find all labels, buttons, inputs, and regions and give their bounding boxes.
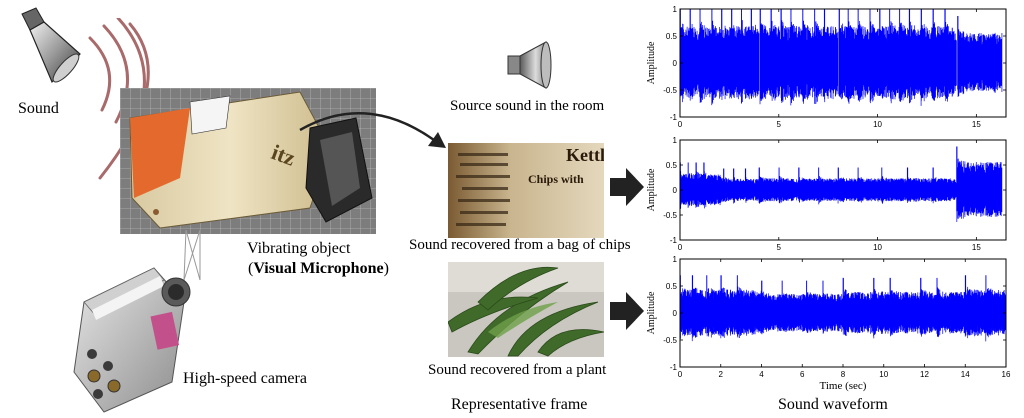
camera-view-lines: [183, 229, 201, 281]
y-tick-label: 1: [673, 255, 678, 264]
x-tick-label: 12: [920, 370, 929, 379]
y-tick-label: -0.5: [663, 86, 677, 95]
chips-frame-photo: Kettle Chips with: [448, 143, 604, 238]
x-tick-label: 5: [777, 243, 782, 252]
y-tick-label: -0.5: [663, 211, 677, 220]
y-axis-label: Amplitude: [646, 291, 657, 334]
x-tick-label: 0: [678, 120, 683, 129]
block-arrow-chips: [610, 168, 644, 206]
y-tick-label: 1: [673, 136, 678, 145]
x-tick-label: 0: [678, 370, 683, 379]
y-tick-label: 0.5: [666, 161, 678, 170]
y-tick-label: 0: [673, 309, 678, 318]
source-sound-label: Source sound in the room: [450, 98, 605, 114]
block-arrow-plant: [610, 292, 644, 330]
waveform-path: [679, 146, 1003, 223]
source-speaker-icon: [507, 41, 552, 89]
high-speed-camera-icon: [73, 267, 191, 413]
representative-frame-caption: Representative frame: [451, 396, 588, 413]
recovered-plant-label: Sound recovered from a plant: [428, 362, 607, 378]
open-paren: (: [248, 260, 254, 277]
y-tick-label: 1: [673, 5, 678, 14]
x-axis-label: Time (sec): [820, 380, 867, 392]
x-tick-label: 2: [719, 370, 724, 379]
sound-label: Sound: [18, 100, 59, 117]
vibrating-object-photo: itz: [120, 88, 376, 234]
x-tick-label: 0: [678, 243, 683, 252]
waveform-trace: [679, 146, 1003, 223]
visual-microphone-label: (Visual Microphone): [248, 260, 389, 278]
high-speed-camera-label: High-speed camera: [183, 370, 307, 387]
visual-microphone-text: Visual Microphone: [253, 260, 384, 277]
waveform-trace: [679, 9, 1003, 106]
x-tick-label: 6: [800, 370, 805, 379]
y-tick-label: -1: [670, 113, 678, 122]
x-tick-label: 15: [972, 120, 981, 129]
y-tick-label: -0.5: [663, 336, 677, 345]
x-tick-label: 10: [873, 243, 882, 252]
plant-frame-photo: [448, 262, 604, 357]
y-tick-label: 0.5: [666, 32, 678, 41]
chips-bag-text: Chips with: [528, 172, 584, 186]
x-tick-label: 14: [961, 370, 970, 379]
y-tick-label: 0.5: [666, 282, 678, 291]
curved-arrow: [299, 111, 446, 148]
x-tick-label: 5: [777, 120, 782, 129]
y-tick-label: 0: [673, 59, 678, 68]
x-tick-label: 10: [873, 120, 882, 129]
y-tick-label: -1: [670, 236, 678, 245]
recovered-chips-label: Sound recovered from a bag of chips: [409, 237, 631, 253]
x-tick-label: 4: [759, 370, 764, 379]
waveform-path: [679, 275, 1007, 342]
x-tick-label: 10: [879, 370, 888, 379]
close-paren: ): [383, 260, 389, 277]
speaker-icon: [21, 7, 81, 84]
waveform-trace: [679, 275, 1007, 342]
x-tick-label: 8: [841, 370, 846, 379]
x-tick-label: 15: [972, 243, 981, 252]
chips-brand-text: Kettle: [566, 145, 604, 165]
x-tick-label: 16: [1002, 370, 1011, 379]
y-tick-label: 0: [673, 186, 678, 195]
y-tick-label: -1: [670, 363, 678, 372]
y-axis-label: Amplitude: [646, 168, 657, 211]
y-axis-label: Amplitude: [646, 41, 657, 84]
vibrating-object-label: Vibrating object: [247, 240, 351, 257]
sound-waveform-caption: Sound waveform: [778, 396, 888, 413]
waveform-path: [679, 9, 1003, 106]
